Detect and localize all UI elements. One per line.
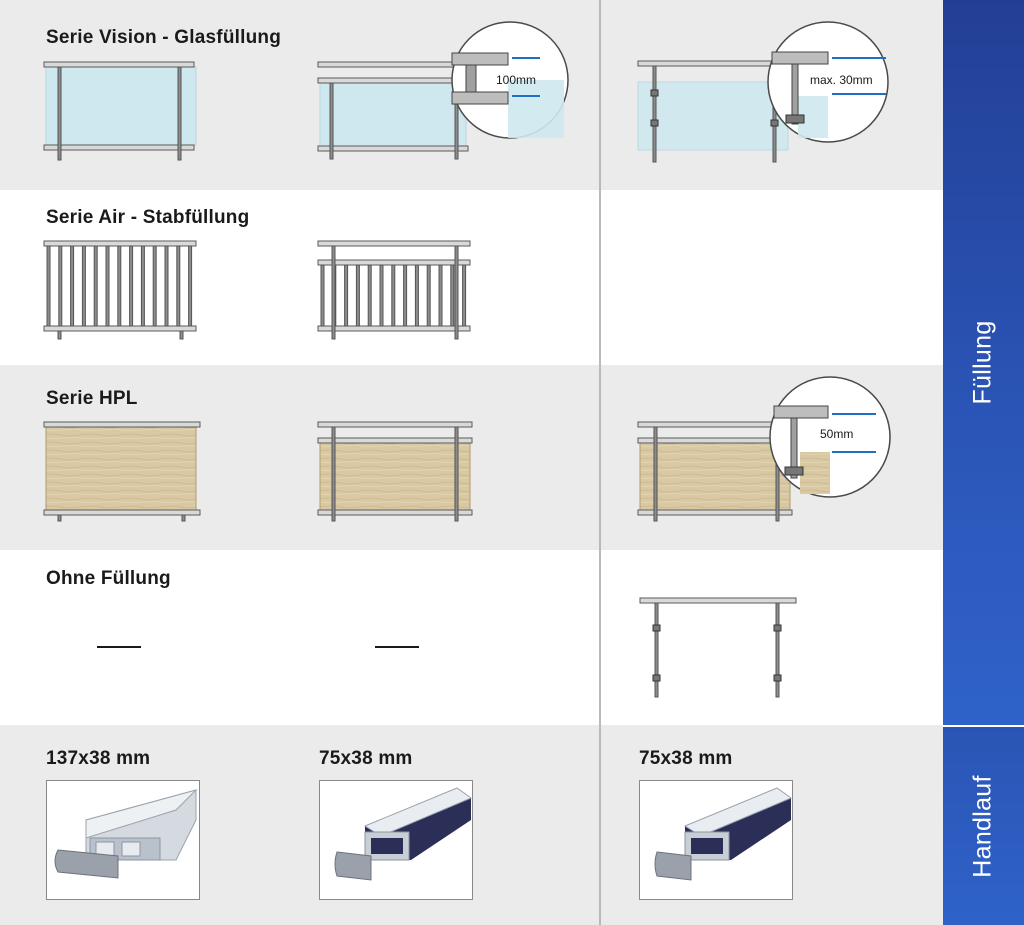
no-infill-dash-2	[375, 646, 419, 648]
air-post	[454, 245, 459, 340]
air-bar	[391, 264, 396, 327]
air-bar	[176, 245, 181, 327]
sidebar-fuellung: Füllung	[943, 0, 1024, 725]
railing-air-top-mounted	[43, 240, 197, 340]
air-post-foot	[57, 330, 62, 340]
air-bar	[426, 264, 431, 327]
air-bar	[438, 264, 443, 327]
size-label-3: 75x38 mm	[639, 748, 733, 769]
row-air-bg	[0, 190, 943, 365]
air-bar	[320, 264, 325, 327]
title-hpl: Serie HPL	[46, 388, 138, 409]
air-bar	[344, 264, 349, 327]
air-bar	[403, 264, 408, 327]
air-bar	[58, 245, 63, 327]
air-bar	[379, 264, 384, 327]
title-ohne: Ohne Füllung	[46, 568, 171, 589]
air-bar	[117, 245, 122, 327]
air-bar	[70, 245, 75, 327]
air-bar	[93, 245, 98, 327]
air-bar	[129, 245, 134, 327]
callout-100mm: 100mm	[496, 73, 536, 87]
profile-75x38-a	[319, 780, 473, 900]
air-bar	[367, 264, 372, 327]
air-bar	[188, 245, 193, 327]
title-vision: Serie Vision - Glasfüllung	[46, 27, 282, 48]
air-bar	[164, 245, 169, 327]
row-ohne-bg	[0, 550, 943, 725]
size-label-1: 137x38 mm	[46, 748, 151, 769]
railing-vision-top-mounted	[43, 61, 197, 161]
railing-hpl-side-mounted	[317, 421, 473, 522]
callout-50mm: 50mm	[820, 427, 853, 441]
railing-vision-right: max. 30mm	[637, 21, 889, 163]
sidebar-fuellung-label: Füllung	[969, 320, 998, 405]
railing-hpl-top-mounted	[43, 421, 201, 522]
callout-max-30mm: max. 30mm	[810, 73, 873, 87]
air-bar	[81, 245, 86, 327]
air-bar	[140, 245, 145, 327]
no-infill-dash-1	[97, 646, 141, 648]
air-bar	[450, 264, 455, 327]
railing-air-side-mounted	[317, 240, 471, 340]
air-bar	[414, 264, 419, 327]
air-bar	[105, 245, 110, 327]
railing-ohne-right	[639, 597, 797, 698]
title-air: Serie Air - Stabfüllung	[46, 207, 250, 228]
air-post	[331, 245, 336, 340]
air-handrail	[317, 240, 471, 247]
air-post-foot	[179, 330, 184, 340]
air-bar	[462, 264, 467, 327]
sidebar-handlauf-label: Handlauf	[969, 774, 998, 878]
sidebar-handlauf: Handlauf	[943, 727, 1024, 925]
air-bar	[152, 245, 157, 327]
profile-137x38	[46, 780, 200, 900]
profile-75x38-b	[639, 780, 793, 900]
air-bar	[355, 264, 360, 327]
column-divider	[599, 0, 601, 925]
railing-hpl-right: 50mm	[637, 376, 891, 522]
size-label-2: 75x38 mm	[319, 748, 413, 769]
air-bar	[46, 245, 51, 327]
railing-vision-side-mounted: 100mm	[317, 21, 569, 160]
